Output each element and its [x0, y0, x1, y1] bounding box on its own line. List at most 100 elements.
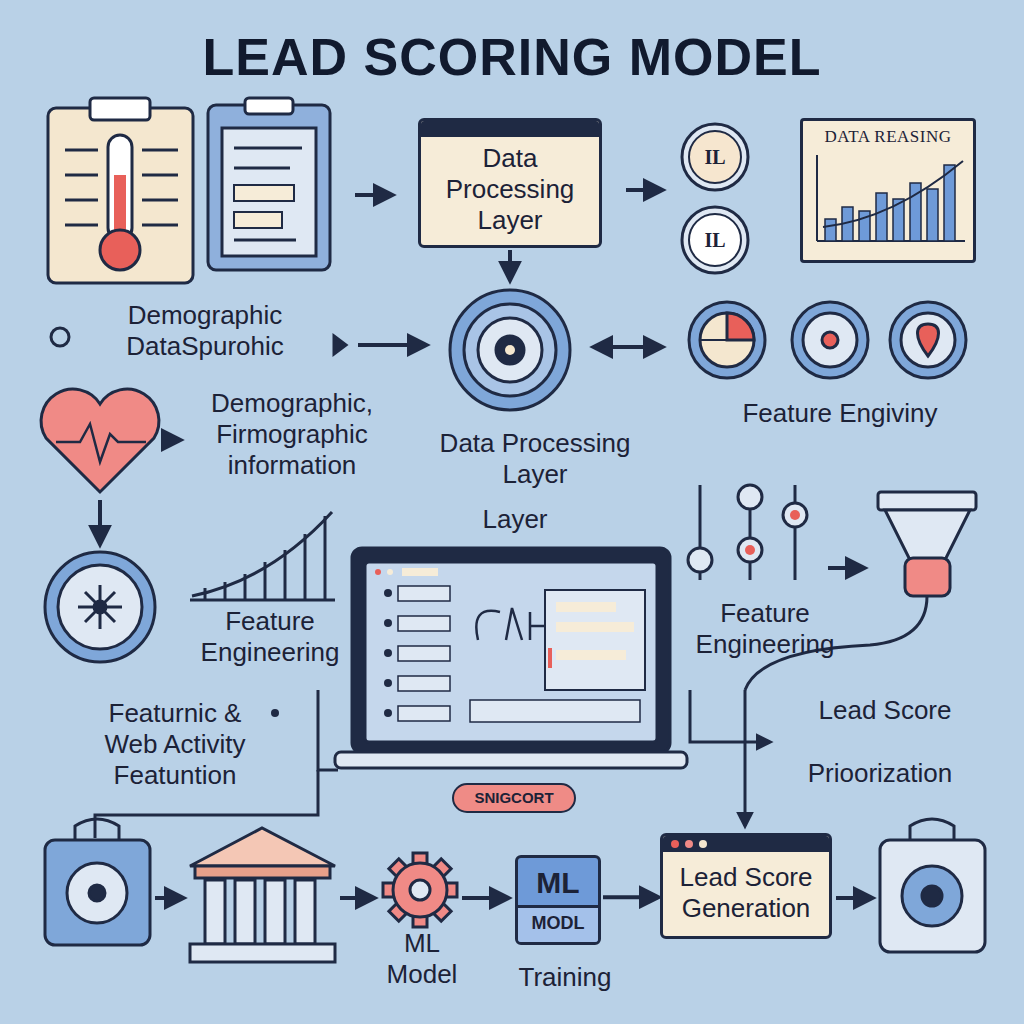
bag-icon — [67, 863, 127, 923]
bag-icon — [910, 819, 954, 840]
chart-bar — [859, 211, 870, 241]
process-window: Data Processing Layer — [418, 118, 602, 248]
badge-circle — [682, 124, 748, 273]
feature-circles — [803, 313, 857, 367]
feature-circles — [792, 302, 868, 378]
flow-arrow-art — [340, 896, 374, 900]
clipboard-thermometer — [90, 98, 150, 120]
flow-arrow-art — [98, 500, 102, 544]
growth-chart — [190, 599, 335, 602]
caption-label: Featurnic & Web Activity Featuntion — [83, 698, 268, 792]
badge-circle — [689, 214, 741, 266]
slider-knobs — [794, 485, 797, 580]
caption-label: Feature Engiviny — [700, 398, 980, 429]
trend-line — [823, 161, 963, 227]
clipboard-thermometer — [100, 230, 140, 270]
building-icon — [195, 866, 330, 878]
star-circle-icon — [94, 601, 106, 613]
gear-icon — [393, 863, 447, 917]
laptop — [398, 646, 450, 661]
growth-chart — [192, 512, 332, 596]
feature-circles — [689, 302, 765, 378]
laptop — [476, 608, 546, 640]
laptop — [384, 589, 392, 597]
clipboard-list — [234, 167, 290, 170]
bag-icon — [75, 819, 119, 840]
clipboard-thermometer — [65, 174, 98, 177]
feature-circles — [689, 302, 966, 378]
target-icon — [450, 290, 570, 410]
clipboard-thermometer — [108, 135, 132, 240]
slider-knobs — [688, 485, 807, 580]
node-text: ML — [518, 858, 598, 905]
pill-button: SNIGCORT — [452, 783, 576, 813]
growth-chart — [190, 512, 335, 600]
clipboard-thermometer — [142, 199, 178, 202]
laptop — [375, 569, 381, 575]
heart-icon — [41, 389, 159, 492]
flow-arrow-art — [594, 345, 662, 349]
clipboard-list — [234, 147, 302, 150]
laptop — [398, 706, 450, 721]
caption-label: Lead Score — [785, 695, 985, 726]
star-circle-icon — [85, 592, 115, 622]
badge-text: IL — [690, 145, 740, 169]
laptop — [387, 569, 393, 575]
clipboard-list — [208, 98, 330, 270]
building-icon — [295, 880, 315, 944]
process-window: Lead Score Generation — [660, 833, 832, 939]
target-icon — [450, 290, 570, 410]
caption-label: Feature Engineering — [180, 606, 360, 668]
slider-knobs — [790, 510, 800, 520]
clipboard-thermometer — [48, 98, 193, 283]
node-text: Lead Score Generation — [663, 852, 829, 936]
star-circle-icon — [45, 552, 155, 662]
window-dot — [685, 840, 693, 848]
clipboard-list — [245, 98, 293, 114]
node-text: MODL — [518, 905, 598, 942]
heart-icon — [41, 389, 159, 492]
chart-bar — [927, 189, 938, 241]
flow-arrow-art — [355, 193, 392, 197]
flow-arrow-art — [462, 896, 508, 900]
window-dot — [699, 840, 707, 848]
bag-icon — [880, 819, 985, 952]
caption-label: Prioorization — [780, 758, 980, 789]
laptop — [556, 622, 634, 632]
clipboard-thermometer — [142, 174, 178, 177]
slider-knobs — [738, 485, 762, 509]
flow-arrow-art — [358, 343, 426, 347]
laptop — [398, 676, 450, 691]
clipboard-thermometer — [65, 199, 98, 202]
funnel-icon — [745, 492, 976, 690]
funnel-icon — [885, 510, 970, 560]
bullet-symbol — [51, 328, 69, 346]
laptop — [545, 590, 645, 690]
laptop — [384, 649, 392, 657]
feature-circles — [901, 313, 955, 367]
clipboard-thermometer — [142, 149, 178, 152]
window-bar — [663, 836, 829, 852]
bag-icon — [922, 886, 942, 906]
funnel-icon — [905, 558, 950, 596]
bag-icon — [880, 840, 985, 952]
feature-circles — [700, 339, 754, 341]
caption-label: Layer — [455, 504, 575, 535]
laptop — [335, 752, 687, 768]
node-text: SNIGCORT — [454, 785, 574, 811]
feature-circles — [890, 302, 966, 378]
target-icon — [478, 318, 542, 382]
chart-bar — [944, 165, 955, 241]
laptop — [384, 679, 392, 687]
bar-chart — [803, 149, 971, 249]
flow-arrow — [603, 895, 658, 899]
clipboard-list — [208, 105, 330, 270]
window-dots — [667, 836, 727, 852]
flow-arrow-art — [828, 566, 864, 570]
bag-icon — [902, 866, 962, 926]
connector-wire — [744, 690, 747, 826]
caption-label: Demographic, Firmographic information — [182, 388, 402, 482]
diagram-title: LEAD SCORING MODEL — [0, 26, 1024, 88]
laptop — [398, 616, 450, 631]
